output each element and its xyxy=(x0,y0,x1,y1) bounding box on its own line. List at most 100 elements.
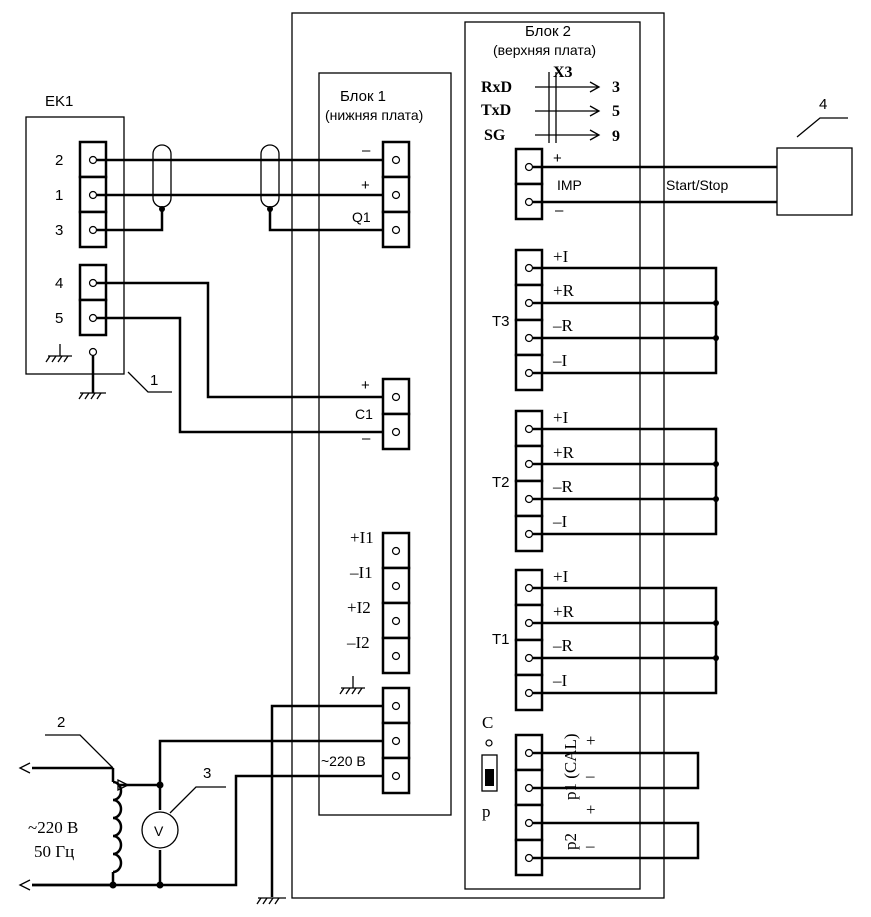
t3-pin-label: –I xyxy=(552,351,568,370)
ek1-box xyxy=(25,116,125,375)
p2-loop xyxy=(533,821,700,860)
t3-terminal-block xyxy=(514,248,544,392)
t3-pin-label: +I xyxy=(553,247,569,266)
c1-terminal-block xyxy=(381,377,411,451)
t3-label: T3 xyxy=(492,313,510,330)
p1-minus: – xyxy=(585,766,595,785)
x3-connector xyxy=(535,72,601,143)
callout-1: 1 xyxy=(150,372,158,389)
p-terminal-block xyxy=(514,733,544,877)
switch-label-p: p xyxy=(482,802,491,821)
arrow-left-icon xyxy=(18,879,31,891)
t2-terminal-block xyxy=(514,409,544,553)
ek1-pin-label: 4 xyxy=(55,275,63,292)
ek1-pin-label: 1 xyxy=(55,187,63,204)
switch-knob[interactable] xyxy=(485,769,494,786)
cable-shield-icon xyxy=(260,144,280,212)
ek1-pin-1-terminal xyxy=(88,190,98,200)
supply-voltage: ~220 В xyxy=(28,818,78,837)
ek1-pin-label: 3 xyxy=(55,222,63,239)
supply-frequency: 50 Гц xyxy=(34,842,74,861)
ek1-ground-terminal xyxy=(88,347,98,357)
input-label: –I2 xyxy=(346,633,370,652)
start-stop-label: Start/Stop xyxy=(666,177,728,193)
autotransformer-coil-icon xyxy=(112,780,123,874)
t1-current-loop xyxy=(533,586,718,695)
t1-label: T1 xyxy=(492,631,510,648)
q1-mid-sign: + xyxy=(361,177,370,194)
c1-plus: + xyxy=(361,377,370,394)
x3-signal: RxD xyxy=(481,79,512,96)
p2-label: p2 xyxy=(561,833,580,850)
power-terminal-block xyxy=(381,686,411,795)
ek1-pin-label: 5 xyxy=(55,310,63,327)
wire-shield-q1 xyxy=(268,210,383,232)
callout-4: 4 xyxy=(819,96,827,113)
ground-icon xyxy=(339,676,365,695)
ground-icon xyxy=(45,344,72,363)
input-terminal-block xyxy=(381,531,411,675)
x3-signal: SG xyxy=(484,127,506,144)
callout-3: 3 xyxy=(203,765,211,782)
cable-shield-icon xyxy=(152,144,172,212)
t2-pin-label: –R xyxy=(552,477,574,496)
t2-pin-label: +R xyxy=(553,443,575,462)
tap-arrow-icon xyxy=(117,778,129,792)
switch-label-c: C xyxy=(482,713,493,732)
ek1-pin-2-terminal xyxy=(88,155,98,165)
wire-ground xyxy=(270,704,383,897)
q1-terminal-block xyxy=(381,140,411,249)
t2-pin-label: +I xyxy=(553,408,569,427)
ek1-title: EK1 xyxy=(45,93,73,110)
x3-pin: 5 xyxy=(612,103,620,120)
wire-ek1-3-shield xyxy=(97,210,164,232)
callout-2: 2 xyxy=(57,714,65,731)
ek1-pin-3-terminal xyxy=(88,225,98,235)
wire-ek1-4-c1 xyxy=(97,281,383,399)
x3-pin: 9 xyxy=(612,128,620,145)
t1-pin-label: –I xyxy=(552,671,568,690)
arrow-right-icon xyxy=(589,105,601,117)
c1-minus: – xyxy=(362,430,371,447)
q1-top-sign: – xyxy=(362,142,371,159)
t3-pin-label: +R xyxy=(553,281,575,300)
callout-2-leader xyxy=(45,734,114,769)
block1-subtitle: (нижняя плата) xyxy=(325,107,423,123)
switch-indicator-icon xyxy=(485,739,493,747)
callout-3-leader xyxy=(169,786,226,814)
imp-minus: – xyxy=(555,202,564,219)
ek1-pin-label: 2 xyxy=(55,152,63,169)
t1-terminal-block xyxy=(514,568,544,712)
t2-current-loop xyxy=(533,427,718,536)
x3-signal: TxD xyxy=(481,102,511,119)
block1-title: Блок 1 xyxy=(340,88,386,105)
p1-label: p1 (CAL) xyxy=(561,733,580,800)
imp-label: IMP xyxy=(557,177,582,193)
t3-current-loop xyxy=(533,266,718,375)
t1-pin-label: +R xyxy=(553,602,575,621)
c1-label: C1 xyxy=(355,406,373,422)
power-label: ~220 В xyxy=(321,753,366,769)
p2-plus: + xyxy=(586,800,596,819)
input-label: +I1 xyxy=(350,528,374,547)
voltmeter-symbol: V xyxy=(154,823,164,839)
arrow-right-icon xyxy=(589,81,601,93)
arrow-right-icon xyxy=(589,129,601,141)
callout-4-leader xyxy=(796,117,848,138)
wire-phase xyxy=(158,739,383,785)
arrow-left-icon xyxy=(18,762,31,774)
wire-ek1-5-c1 xyxy=(97,316,383,434)
input-label: –I1 xyxy=(349,563,373,582)
p1-plus: + xyxy=(586,731,596,750)
t1-pin-label: +I xyxy=(553,567,569,586)
ground-icon xyxy=(78,392,106,400)
t2-label: T2 xyxy=(492,474,510,491)
input-label: +I2 xyxy=(347,598,371,617)
x3-pin: 3 xyxy=(612,79,620,96)
imp-plus: + xyxy=(553,150,562,167)
wire-neutral xyxy=(32,774,383,887)
block2-title: Блок 2 xyxy=(525,23,571,40)
t3-pin-label: –R xyxy=(552,316,574,335)
t1-pin-label: –R xyxy=(552,636,574,655)
